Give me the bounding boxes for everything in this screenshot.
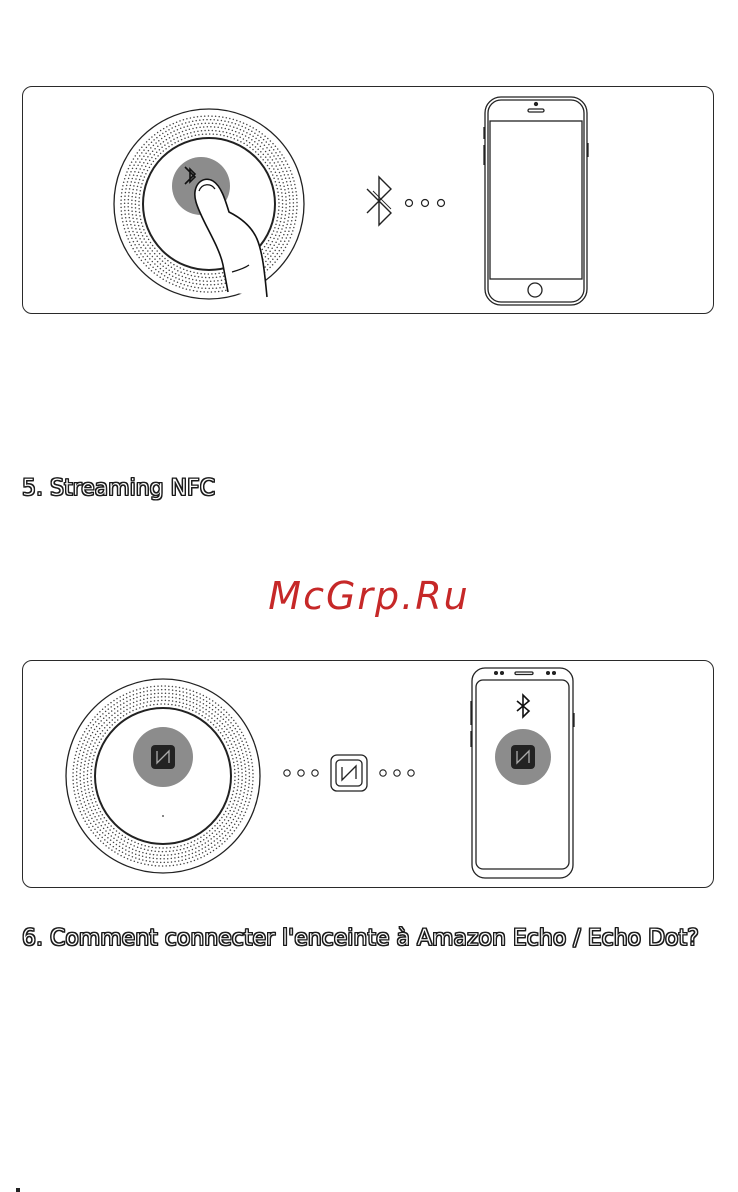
bluetooth-pairing-illustration	[22, 86, 714, 314]
nfc-streaming-illustration	[22, 660, 714, 888]
smartphone-icon	[484, 97, 588, 305]
connection-dots-icon	[406, 200, 445, 207]
section-heading-nfc: 5. Streaming NFC	[22, 476, 215, 501]
nfc-tag-icon	[331, 755, 367, 791]
page-mark	[16, 1188, 20, 1192]
section-heading-amazon-echo: 6. Comment connecter l'enceinte à Amazon…	[22, 926, 699, 951]
bluetooth-icon	[517, 695, 529, 717]
watermark: McGrp.Ru	[0, 574, 738, 618]
nfc-icon	[133, 727, 193, 787]
bluetooth-icon	[367, 177, 391, 225]
nfc-icon	[495, 729, 551, 785]
